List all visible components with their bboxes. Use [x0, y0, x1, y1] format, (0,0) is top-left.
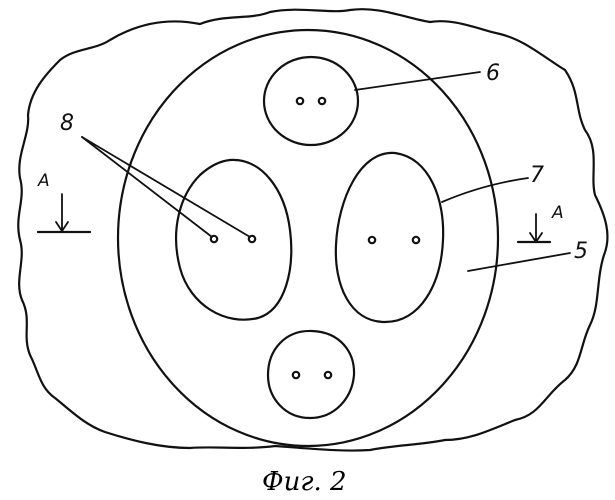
right-oval: [336, 153, 443, 322]
bottom-circle: [268, 331, 354, 418]
leader-line-8-b: [82, 137, 250, 237]
left-oval: [176, 160, 291, 320]
bottom-circle-hole-right: [325, 372, 331, 378]
leader-line-8-a: [82, 137, 212, 237]
label-8: 8: [60, 111, 74, 136]
label-6: 6: [486, 61, 500, 86]
top-circle: [264, 57, 358, 145]
outer-irregular-boundary: [18, 9, 607, 450]
leader-line-6: [355, 72, 480, 90]
label-7: 7: [530, 163, 544, 188]
leader-line-5: [468, 253, 570, 271]
bottom-circle-hole-left: [293, 372, 299, 378]
section-a-right-label: A: [551, 203, 564, 223]
leader-line-7: [442, 178, 528, 202]
top-circle-hole-left: [297, 98, 303, 104]
section-a-left-label: A: [37, 171, 50, 191]
label-5: 5: [574, 239, 588, 264]
figure-caption: Фиг. 2: [262, 467, 347, 497]
right-oval-hole-right: [413, 237, 419, 243]
top-circle-hole-right: [319, 98, 325, 104]
right-oval-hole-left: [369, 237, 375, 243]
